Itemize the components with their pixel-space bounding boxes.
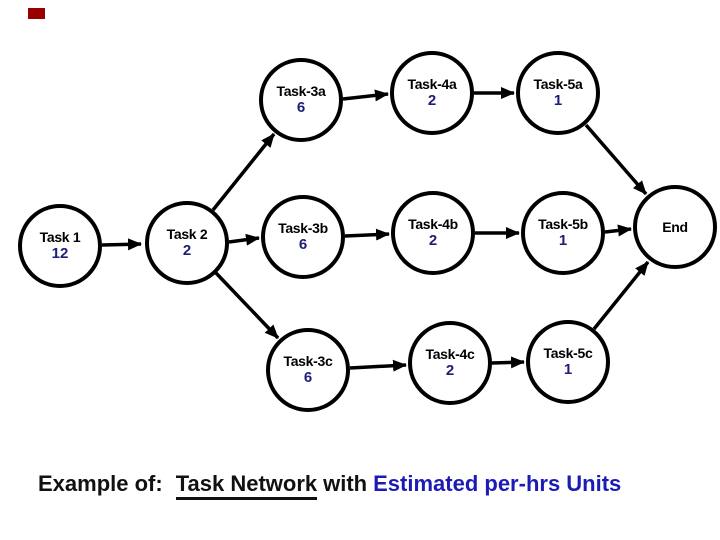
node-label: Task-4a	[407, 75, 457, 92]
node-task5c: Task-5c 1	[526, 320, 610, 404]
edge-task2-task3a	[211, 132, 276, 212]
node-label: Task-5c	[543, 344, 593, 361]
node-label: Task-4b	[408, 215, 458, 232]
task-network-edges	[101, 87, 650, 372]
edge-task3c-task4c	[349, 359, 407, 372]
node-label: Task-5b	[538, 215, 588, 232]
node-task5a: Task-5a 1	[516, 51, 600, 135]
node-label: Task 2	[166, 225, 208, 242]
node-value: 1	[558, 232, 568, 250]
edge-task3a-task4a	[342, 89, 389, 102]
node-value: 2	[427, 92, 437, 110]
node-value: 2	[445, 362, 455, 380]
node-task4c: Task-4c 2	[408, 321, 492, 405]
node-label: Task 1	[39, 228, 81, 245]
node-label: End	[662, 218, 688, 235]
caption-middle: with	[323, 471, 368, 496]
node-value: 2	[182, 242, 192, 260]
edge-task2-task3c	[214, 271, 280, 340]
node-value: 1	[553, 92, 563, 110]
caption-prefix: Example of:	[38, 471, 163, 496]
node-value: 6	[296, 99, 306, 117]
node-label: Task-3c	[283, 352, 333, 369]
node-label: Task-4c	[425, 345, 475, 362]
node-task4b: Task-4b 2	[391, 191, 475, 275]
node-value: 12	[51, 245, 69, 263]
node-value: 2	[428, 232, 438, 250]
node-end: End	[633, 185, 717, 269]
node-label: Task-5a	[533, 75, 583, 92]
edge-task5a-end	[584, 123, 648, 196]
edge-task5c-end	[592, 260, 650, 331]
slide-corner-marker	[28, 8, 45, 19]
node-task3b: Task-3b 6	[261, 195, 345, 279]
edge-task1-task2	[101, 238, 142, 251]
node-value: 6	[303, 369, 313, 387]
node-task4a: Task-4a 2	[390, 51, 474, 135]
edge-task3b-task4b	[344, 228, 390, 241]
node-label: Task-3b	[278, 219, 328, 236]
node-task2: Task 2 2	[145, 201, 229, 285]
caption-underlined-term: Task Network	[175, 471, 318, 500]
caption-highlight: Estimated per-hrs Units	[373, 471, 622, 496]
edge-task2-task3b	[228, 233, 260, 246]
node-value: 6	[298, 236, 308, 254]
node-label: Task-3a	[276, 82, 326, 99]
node-task3a: Task-3a 6	[259, 58, 343, 142]
edge-task4c-task5c	[491, 356, 525, 369]
edge-task5b-end	[604, 224, 632, 237]
node-task5b: Task-5b 1	[521, 191, 605, 275]
node-task3c: Task-3c 6	[266, 328, 350, 412]
node-value: 1	[563, 361, 573, 379]
node-task1: Task 1 12	[18, 204, 102, 288]
